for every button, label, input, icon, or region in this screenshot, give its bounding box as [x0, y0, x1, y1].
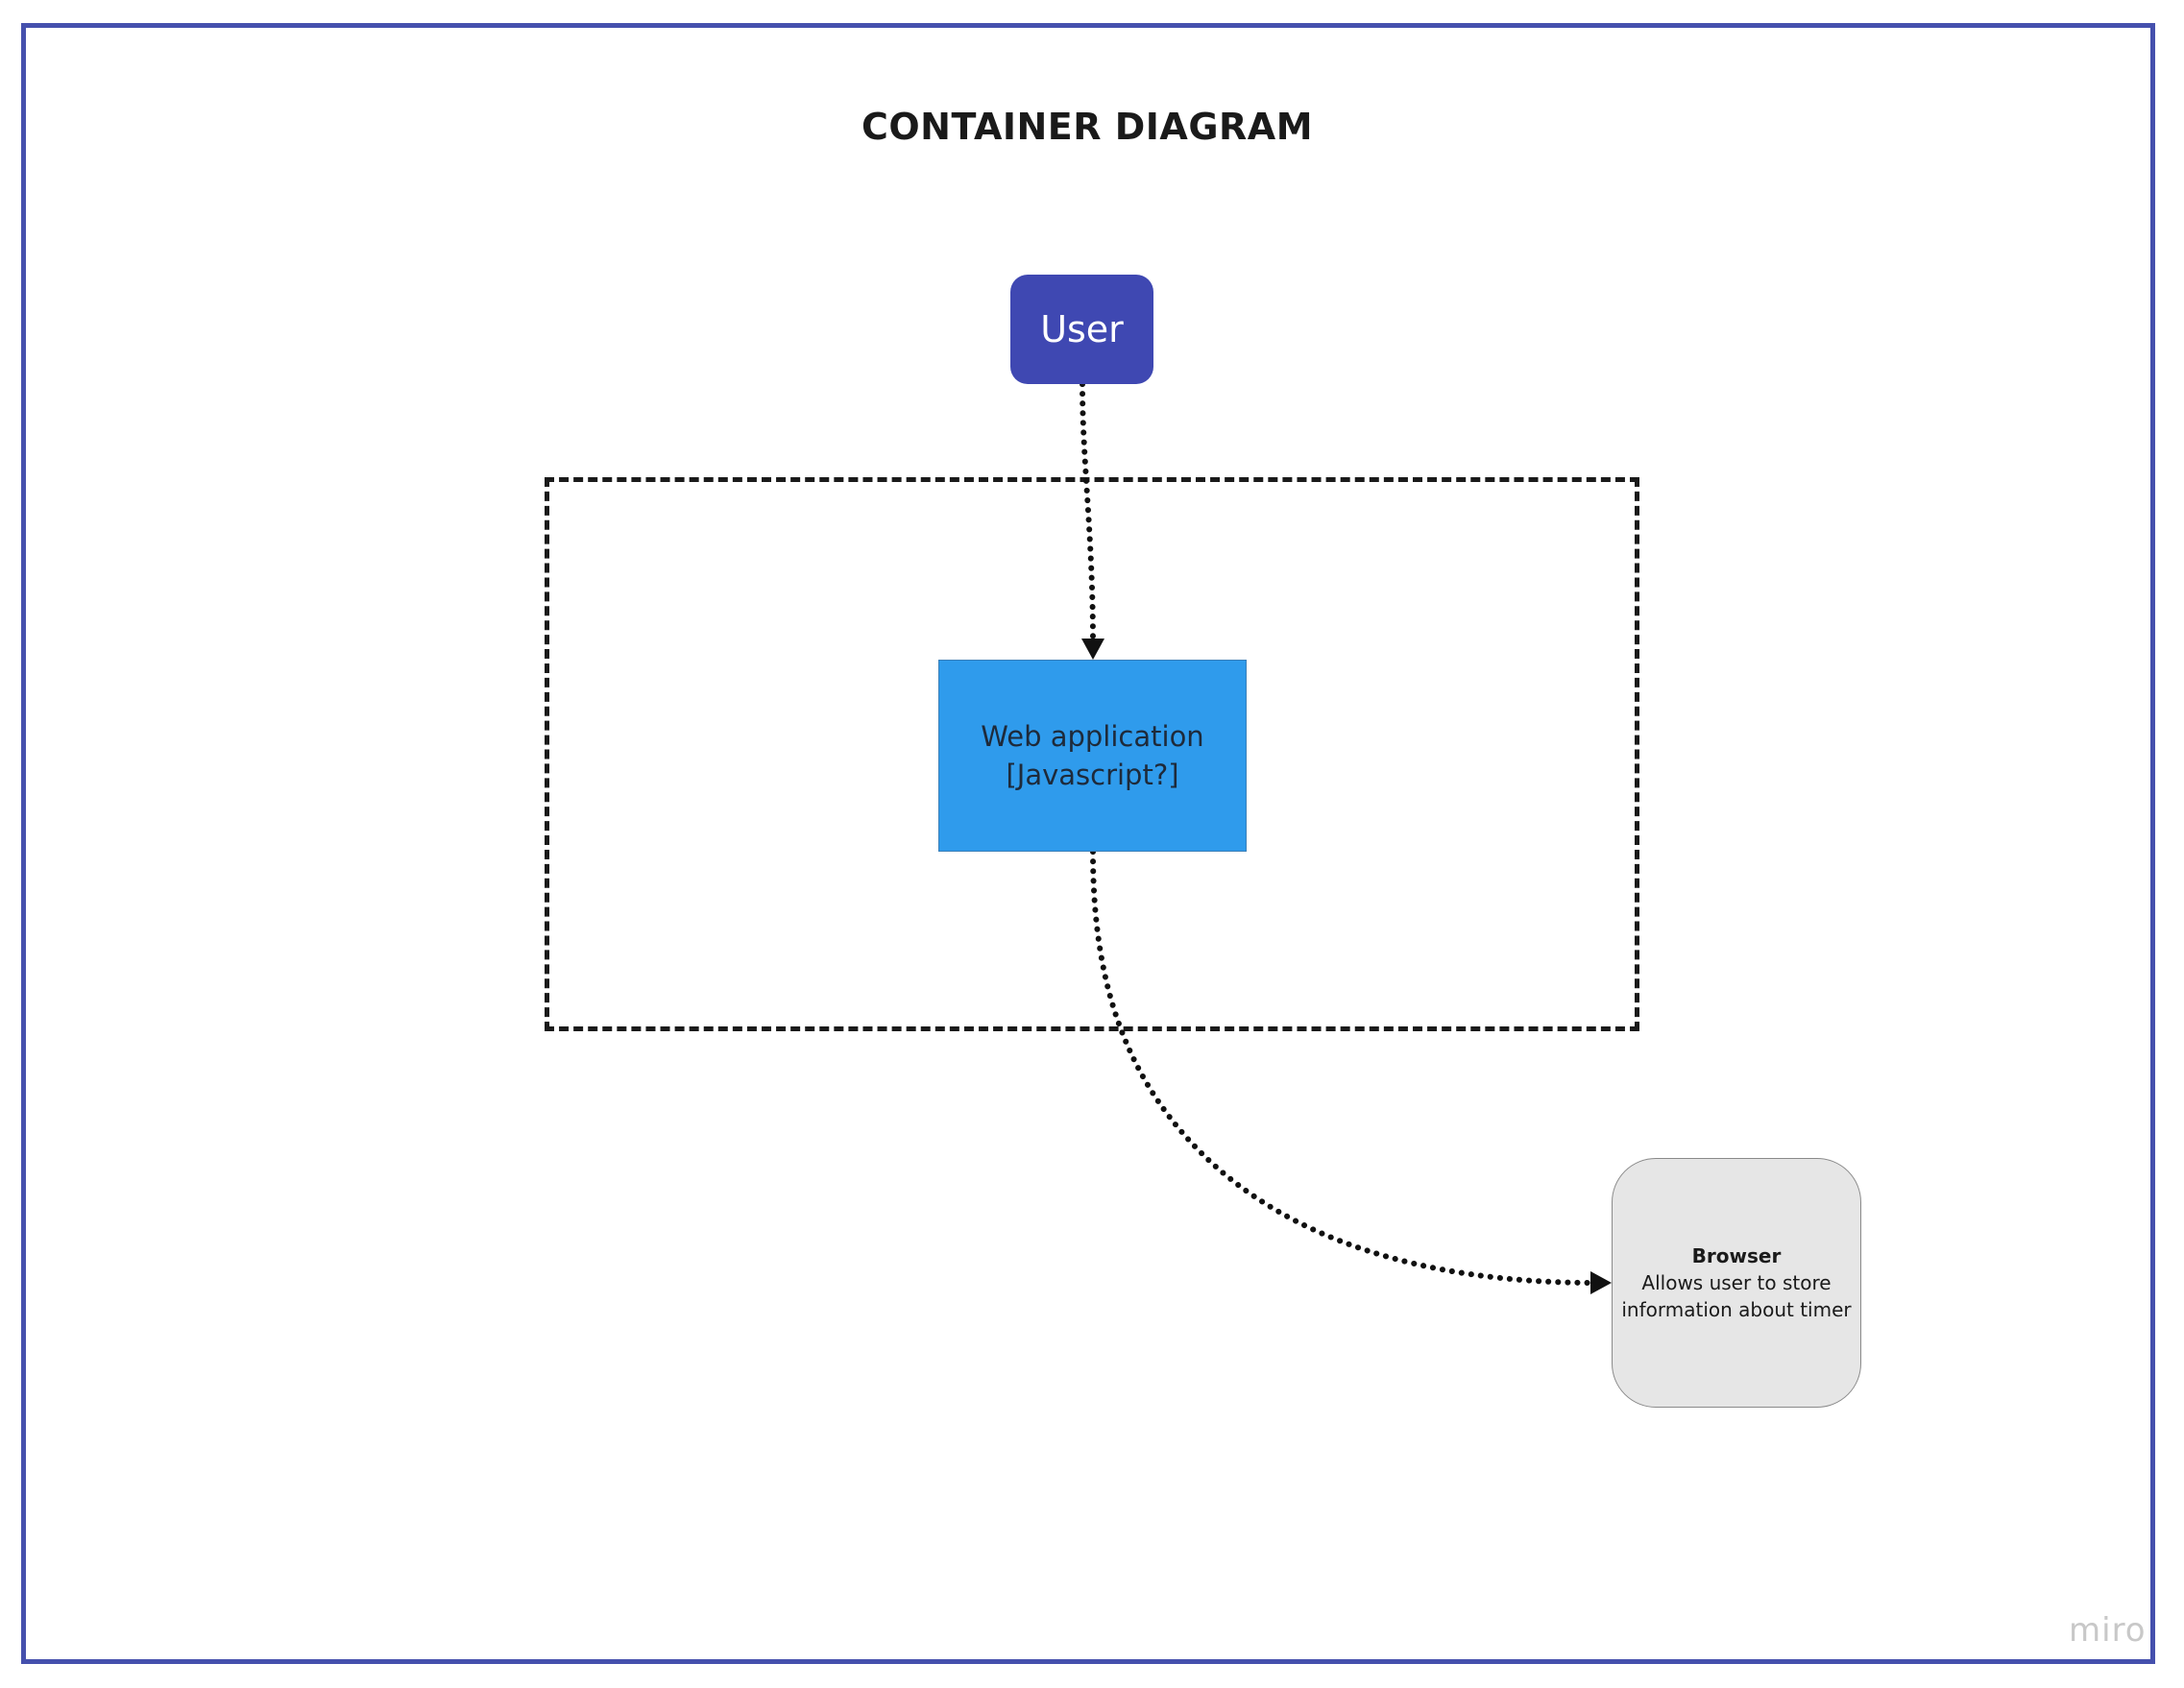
web-application-technology: [Javascript?] [1006, 759, 1179, 791]
web-application-node[interactable]: Web application [Javascript?] [938, 660, 1247, 852]
diagram-title: CONTAINER DIAGRAM [861, 106, 1314, 148]
board-frame [21, 23, 2155, 1664]
user-node[interactable]: User [1010, 275, 1153, 384]
miro-watermark-logo: miro [2069, 1611, 2147, 1650]
browser-title: Browser [1691, 1244, 1782, 1267]
browser-description-line2: information about timer [1621, 1298, 1852, 1321]
browser-description-line1: Allows user to store [1641, 1271, 1832, 1294]
browser-node[interactable]: Browser Allows user to store information… [1612, 1158, 1861, 1408]
web-application-label: Web application [981, 720, 1204, 753]
user-label: User [1040, 308, 1124, 350]
